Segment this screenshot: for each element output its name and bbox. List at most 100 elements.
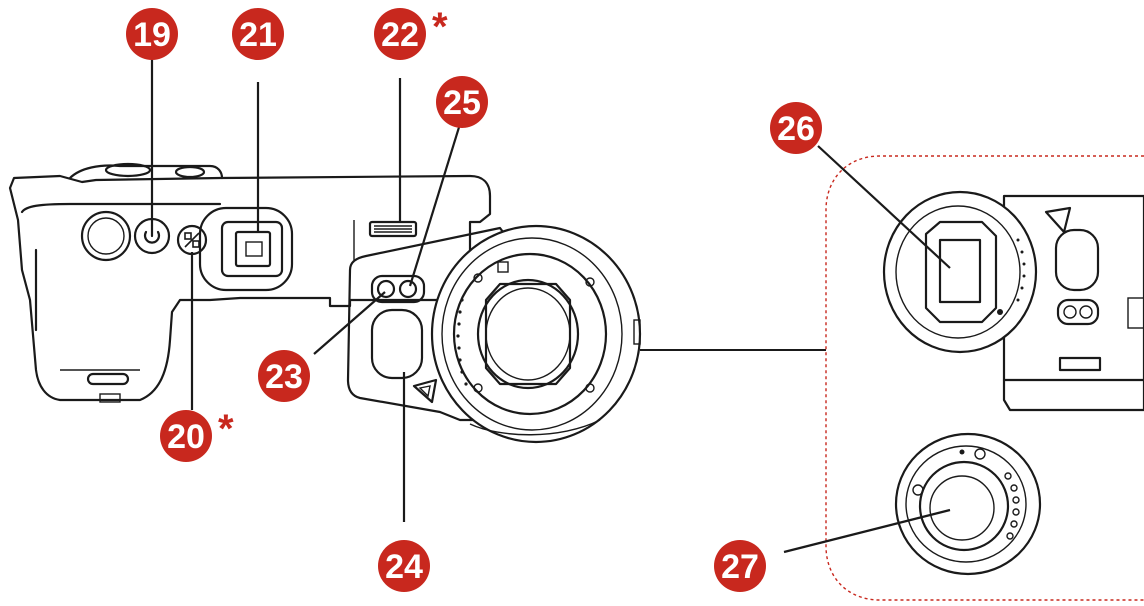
callout-asterisk: * [432,5,448,49]
callout-badge [160,410,212,462]
mount-ring-outer [430,224,642,444]
inset-sensor [938,238,982,304]
lens-rear-mount [918,460,1010,552]
inset-contacts [1016,238,1026,302]
mount-release [633,319,641,345]
callout-label: 27 [721,548,759,586]
callout-20: 20 * [160,407,234,462]
top-dial [104,162,152,178]
callout-badge [232,8,284,60]
callout-23: 23 [258,350,310,402]
detail-inset [825,155,1144,601]
lens-rear-element [929,475,995,541]
callout-24: 24 [378,540,430,592]
callout-label: 23 [265,358,303,396]
callout-badge [374,8,426,60]
callout-label: 19 [133,16,171,54]
callout-badge [378,540,430,592]
power-icon [143,224,161,244]
inset-side-button [1127,297,1144,329]
strap-lug [86,372,130,386]
mount-throat [476,278,580,390]
mount-screw [473,273,483,283]
leader-23 [313,291,386,355]
inset-mount-view [882,190,1144,412]
camera-body [8,162,492,403]
mount-screw [585,383,595,393]
warning-triangle-inner [418,385,431,398]
callout-label: 22 [381,16,419,54]
inset-window [1054,228,1100,292]
inset-warning-icon [1044,206,1072,234]
callout-label: 26 [777,110,815,148]
percent-icon [184,232,200,248]
callout-27: 27 [714,540,766,592]
callout-label: 20 [167,418,205,456]
front-window [370,308,424,380]
inset-sensor-pair [1056,298,1100,326]
sensor-right [398,279,418,299]
top-button [174,165,206,179]
callout-badge [770,102,822,154]
inset-border [825,155,1144,601]
callout-label: 24 [385,548,423,586]
leader-25 [408,123,462,287]
lens-rear-outer [894,432,1042,576]
sensor-left [376,279,396,299]
lens-rear-contacts [1004,472,1020,540]
body-ridge [20,202,222,214]
warning-triangle-icon [412,378,438,404]
inset-mount-mid [895,205,1021,339]
mount-screw [473,383,483,393]
callout-25: 25 [436,76,488,128]
round-button-inner [87,217,125,255]
callout-19: 19 [126,8,178,60]
callout-label: 25 [443,84,481,122]
viewfinder-glass [245,241,263,257]
inset-bayonet [924,220,998,324]
viewfinder-frame [220,220,284,278]
lens-rear-dot [959,449,965,455]
callout-26: 26 [770,102,822,154]
mount-ring-mid [441,237,623,431]
callout-22: 22 * [374,5,448,60]
round-button-outer [80,210,132,262]
lens-rear-ring [905,445,1027,563]
inset-mount-outer [882,190,1038,354]
inset-sensor-right [1079,305,1093,319]
callout-badge [714,540,766,592]
callout-label: 21 [239,16,277,54]
mount-core [485,287,571,381]
lens-rear-screw [974,448,986,460]
top-plate [68,164,224,180]
leader-26 [817,145,951,269]
inset-lens-rear [894,432,1042,576]
eyecup [198,206,294,292]
mount-ring-inner [452,252,608,416]
callout-badge [258,350,310,402]
mount-contacts [456,298,468,386]
inset-speaker [1058,356,1102,372]
mount-latch [497,261,509,273]
callout-badges: 19 20 * 21 22 * 23 24 25 26 27 [126,5,822,592]
leader-27 [783,508,951,554]
front-module [346,224,642,444]
callout-21: 21 [232,8,284,60]
inset-sensor-left [1063,305,1077,319]
sensor-pair-housing [370,274,426,304]
body-outline [8,174,492,402]
viewfinder-window [234,230,272,268]
callout-badge [126,8,178,60]
callout-asterisk: * [218,407,234,451]
leader-lines [150,54,951,554]
mount-screw [585,277,595,287]
mount-bayonet [484,282,572,386]
inset-body [1002,194,1144,412]
lens-rear-screw [912,484,924,496]
callout-badge [436,76,488,128]
bottom-mount [99,393,121,403]
speaker-grille [368,220,418,238]
inset-index-dot [997,309,1003,315]
